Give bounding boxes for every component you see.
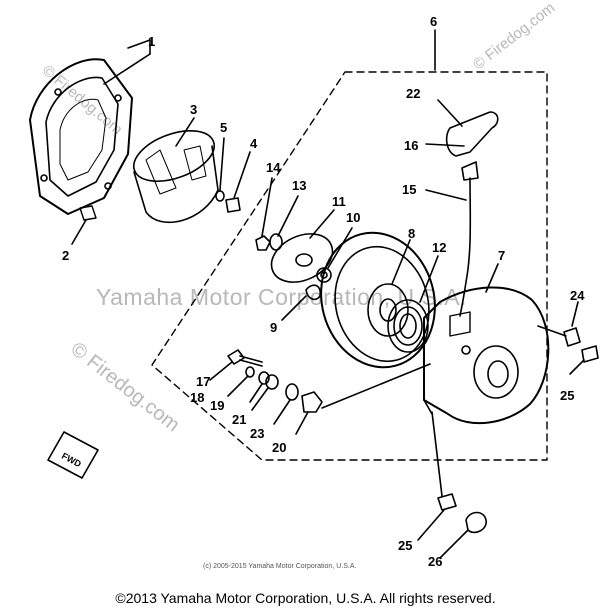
- fwd-direction-mark: [47, 431, 99, 479]
- callout-17: 17: [196, 374, 210, 389]
- part-screw-25-lower: [417, 411, 457, 541]
- part-bolt-4: [225, 151, 251, 213]
- callout-12: 12: [432, 240, 446, 255]
- callout-23: 23: [250, 426, 264, 441]
- callout-7: 7: [498, 248, 505, 263]
- part-case-7: [423, 263, 550, 425]
- callout-2: 2: [62, 248, 69, 263]
- callout-4: 4: [250, 136, 258, 151]
- callout-8: 8: [408, 226, 415, 241]
- callout-15: 15: [402, 182, 416, 197]
- callout-22: 22: [406, 86, 420, 101]
- callout-19: 19: [210, 398, 224, 413]
- part-screw-25-upper: [569, 345, 599, 375]
- callout-26: 26: [428, 554, 442, 569]
- part-washer-18: [227, 366, 255, 397]
- footer-copyright: ©2013 Yamaha Motor Corporation, U.S.A. A…: [115, 590, 496, 606]
- callout-21: 21: [232, 412, 246, 427]
- part-handle-22: [437, 99, 499, 157]
- part-clip-9: [281, 284, 322, 321]
- part-cover-1: [29, 39, 151, 215]
- part-cap-24: [537, 301, 581, 347]
- part-rope-15: [425, 177, 472, 317]
- fwd-label: FWD: [60, 451, 83, 470]
- part-knob-26: [439, 511, 487, 559]
- part-nut-20: [295, 363, 431, 435]
- callout-24: 24: [570, 288, 585, 303]
- callout-25-upper: 25: [560, 388, 574, 403]
- callout-14: 14: [266, 160, 281, 175]
- part-plate-11: [270, 209, 335, 283]
- diagram-copyright: (c) 2005-2015 Yamaha Motor Corporation, …: [203, 563, 357, 570]
- part-bushing-23: [273, 383, 299, 425]
- callout-9: 9: [270, 320, 277, 335]
- callout-20: 20: [272, 440, 286, 455]
- part-bolt-17: [209, 349, 263, 381]
- callout-1: 1: [148, 34, 155, 49]
- part-grip-16: [425, 143, 479, 181]
- part-spacer-19: [249, 371, 270, 403]
- callout-10: 10: [346, 210, 360, 225]
- part-washer-13: [269, 195, 299, 251]
- part-recoil-spring-12: [387, 255, 439, 353]
- part-bolt-2: [71, 205, 97, 245]
- part-washer-5: [215, 137, 225, 202]
- assembly-boundary-6: [151, 29, 548, 461]
- part-collar-21: [251, 374, 279, 411]
- callout-11: 11: [332, 194, 346, 209]
- callout-3: 3: [190, 102, 197, 117]
- part-pulley-cup-3: [133, 117, 219, 224]
- part-reel-8: [320, 231, 436, 369]
- callout-6: 6: [430, 14, 437, 29]
- callout-18: 18: [190, 390, 204, 405]
- part-nut-14: [255, 177, 273, 251]
- callout-13: 13: [292, 178, 306, 193]
- callout-16: 16: [404, 138, 418, 153]
- callout-5: 5: [220, 120, 227, 135]
- callout-25-lower: 25: [398, 538, 412, 553]
